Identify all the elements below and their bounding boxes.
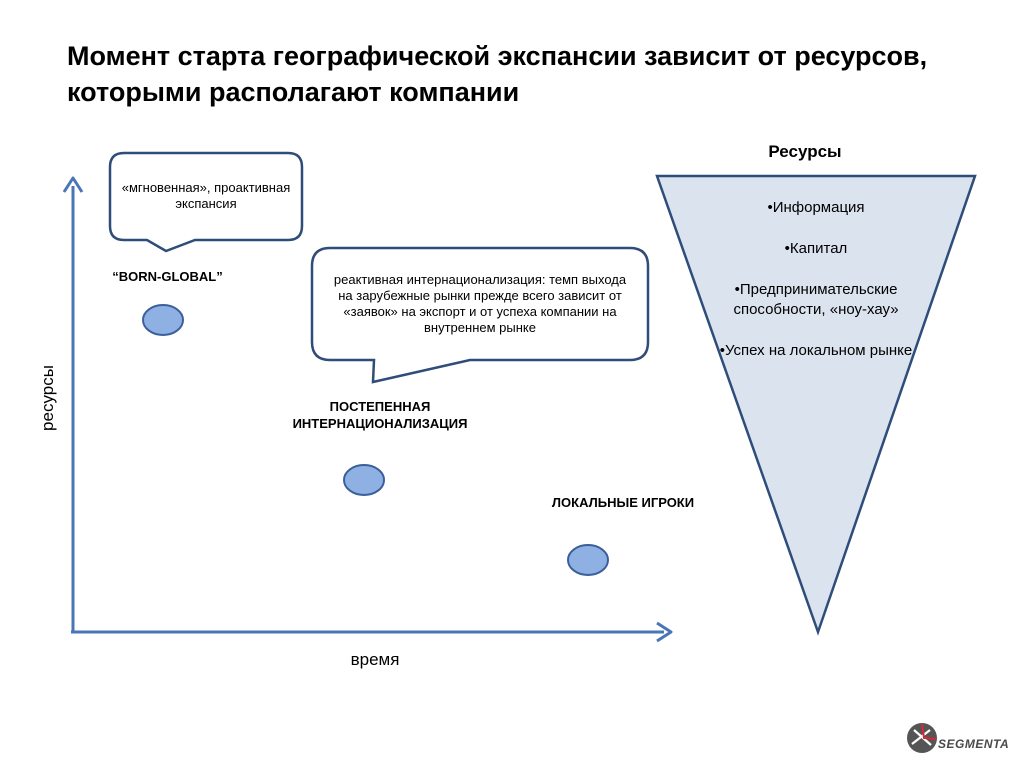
x-axis xyxy=(71,621,673,643)
callout-instant-text: «мгновенная», проактивная экспансия xyxy=(121,180,291,211)
label-born-global: “BORN-GLOBAL” xyxy=(112,269,223,284)
dot-born-global xyxy=(142,304,184,336)
page-title: Момент старта географической экспансии з… xyxy=(67,41,928,107)
resources-funnel xyxy=(655,174,977,636)
resources-title: Ресурсы xyxy=(768,142,842,161)
callout-instant-bubble xyxy=(108,151,304,253)
label-local: ЛОКАЛЬНЫЕ ИГРОКИ xyxy=(551,495,695,510)
resources-item: •Информация xyxy=(767,199,865,216)
y-axis xyxy=(62,176,84,632)
dot-local xyxy=(567,544,609,576)
resources-list: •Информация •Капитал •Предпринимательски… xyxy=(706,198,926,382)
x-axis-label: время xyxy=(350,650,400,669)
resources-item: •Капитал xyxy=(784,240,848,257)
segmenta-logo-icon xyxy=(907,723,937,753)
logo-text: SEGMENTA xyxy=(938,737,1010,751)
y-axis-label: ресурсы xyxy=(38,365,57,431)
resources-item: •Успех на локальном рынке xyxy=(719,342,913,359)
resources-item: •Предпринимательские способности, «ноу-х… xyxy=(733,281,899,318)
callout-reactive-text: реактивная интернационализация: темп вых… xyxy=(333,272,627,335)
callout-reactive-bubble xyxy=(310,246,650,384)
dot-gradual xyxy=(343,464,385,496)
label-gradual: ПОСТЕПЕННАЯ ИНТЕРНАЦИОНАЛИЗАЦИЯ xyxy=(292,399,468,431)
